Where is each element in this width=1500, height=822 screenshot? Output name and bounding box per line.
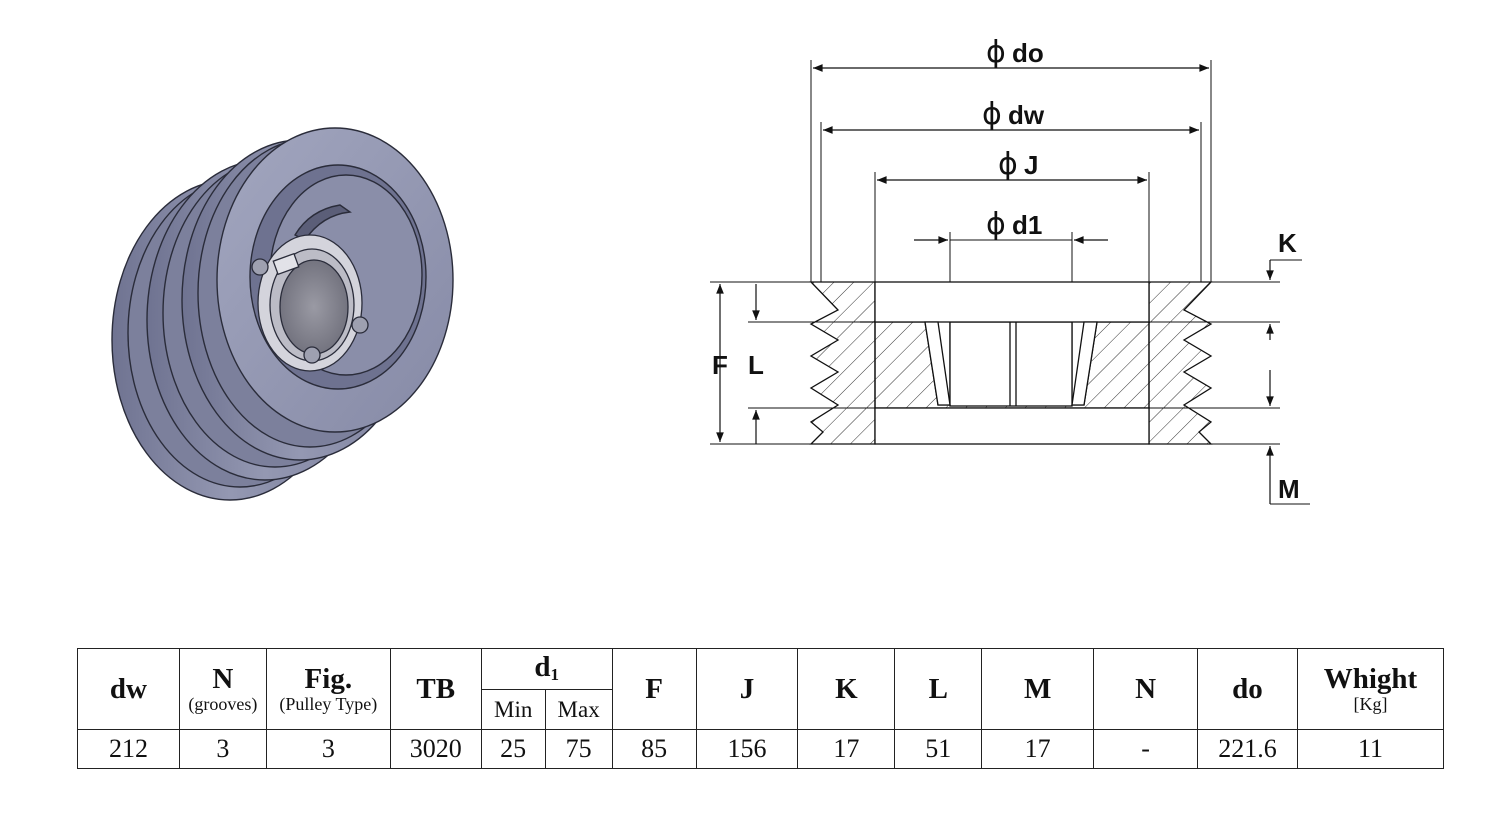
header-f: F [611,648,697,730]
table-row: 212 3 3 3020 25 75 85 156 17 51 17 - 221… [77,729,1445,769]
dimension-F: F [710,281,811,445]
dimension-dw: ϕ dw [820,97,1202,282]
dim-label-K: K [1278,228,1297,258]
cell-tb: 3020 [389,729,482,769]
cell-f: 85 [611,729,697,769]
dimension-d1: ϕ d1 [914,207,1108,320]
header-j: J [695,648,799,730]
dimension-L: L [748,284,875,444]
diameter-symbol: ϕ [982,97,1002,132]
cell-j: 156 [695,729,799,769]
diameter-symbol: ϕ [998,147,1018,182]
pulley-3d-illustration [111,127,454,501]
table-header-row: dw N(grooves) Fig.(Pulley Type) TB d1 F … [77,648,1445,730]
header-d1-min: Min [480,689,546,730]
dim-label-F: F [712,350,728,380]
diameter-symbol: ϕ [986,207,1006,242]
cell-fig: 3 [265,729,391,769]
pulley-section-body [809,281,1213,445]
cell-l: 51 [894,729,983,769]
cell-d1-max: 75 [544,729,613,769]
cell-n: - [1093,729,1198,769]
taper-bushing [251,234,369,372]
pulley-section-drawing: ϕ do ϕ dw ϕ J ϕ d1 [710,35,1310,505]
dimension-J: ϕ J [874,147,1150,282]
header-d1-max: Max [544,689,613,730]
dim-label-do: do [1012,38,1044,68]
dimension-M: M [1149,370,1310,505]
header-d1: d1 [480,648,613,690]
header-do: do [1196,648,1298,730]
specification-table: dw N(grooves) Fig.(Pulley Type) TB d1 F … [77,648,1445,769]
header-k: K [797,648,896,730]
header-weight: Whight[Kg] [1296,648,1445,730]
dim-label-d1: d1 [1012,210,1042,240]
header-dw: dw [77,648,180,730]
header-l: L [894,648,983,730]
cell-m: 17 [981,729,1095,769]
header-m: M [981,648,1095,730]
dim-label-J: J [1024,150,1038,180]
dim-label-L: L [748,350,764,380]
cell-dw: 212 [77,729,180,769]
dimension-do: ϕ do [810,35,1212,282]
dim-label-M: M [1278,474,1300,504]
dimension-K: K [1149,228,1302,340]
cell-n-grooves: 3 [178,729,267,769]
cell-do: 221.6 [1196,729,1298,769]
header-n-grooves: N(grooves) [178,648,267,730]
header-n: N [1093,648,1198,730]
dim-label-dw: dw [1008,100,1045,130]
cell-k: 17 [797,729,896,769]
diameter-symbol: ϕ [986,35,1006,70]
cell-weight: 11 [1296,729,1445,769]
header-fig: Fig.(Pulley Type) [265,648,391,730]
cell-d1-min: 25 [480,729,546,769]
header-tb: TB [389,648,482,730]
